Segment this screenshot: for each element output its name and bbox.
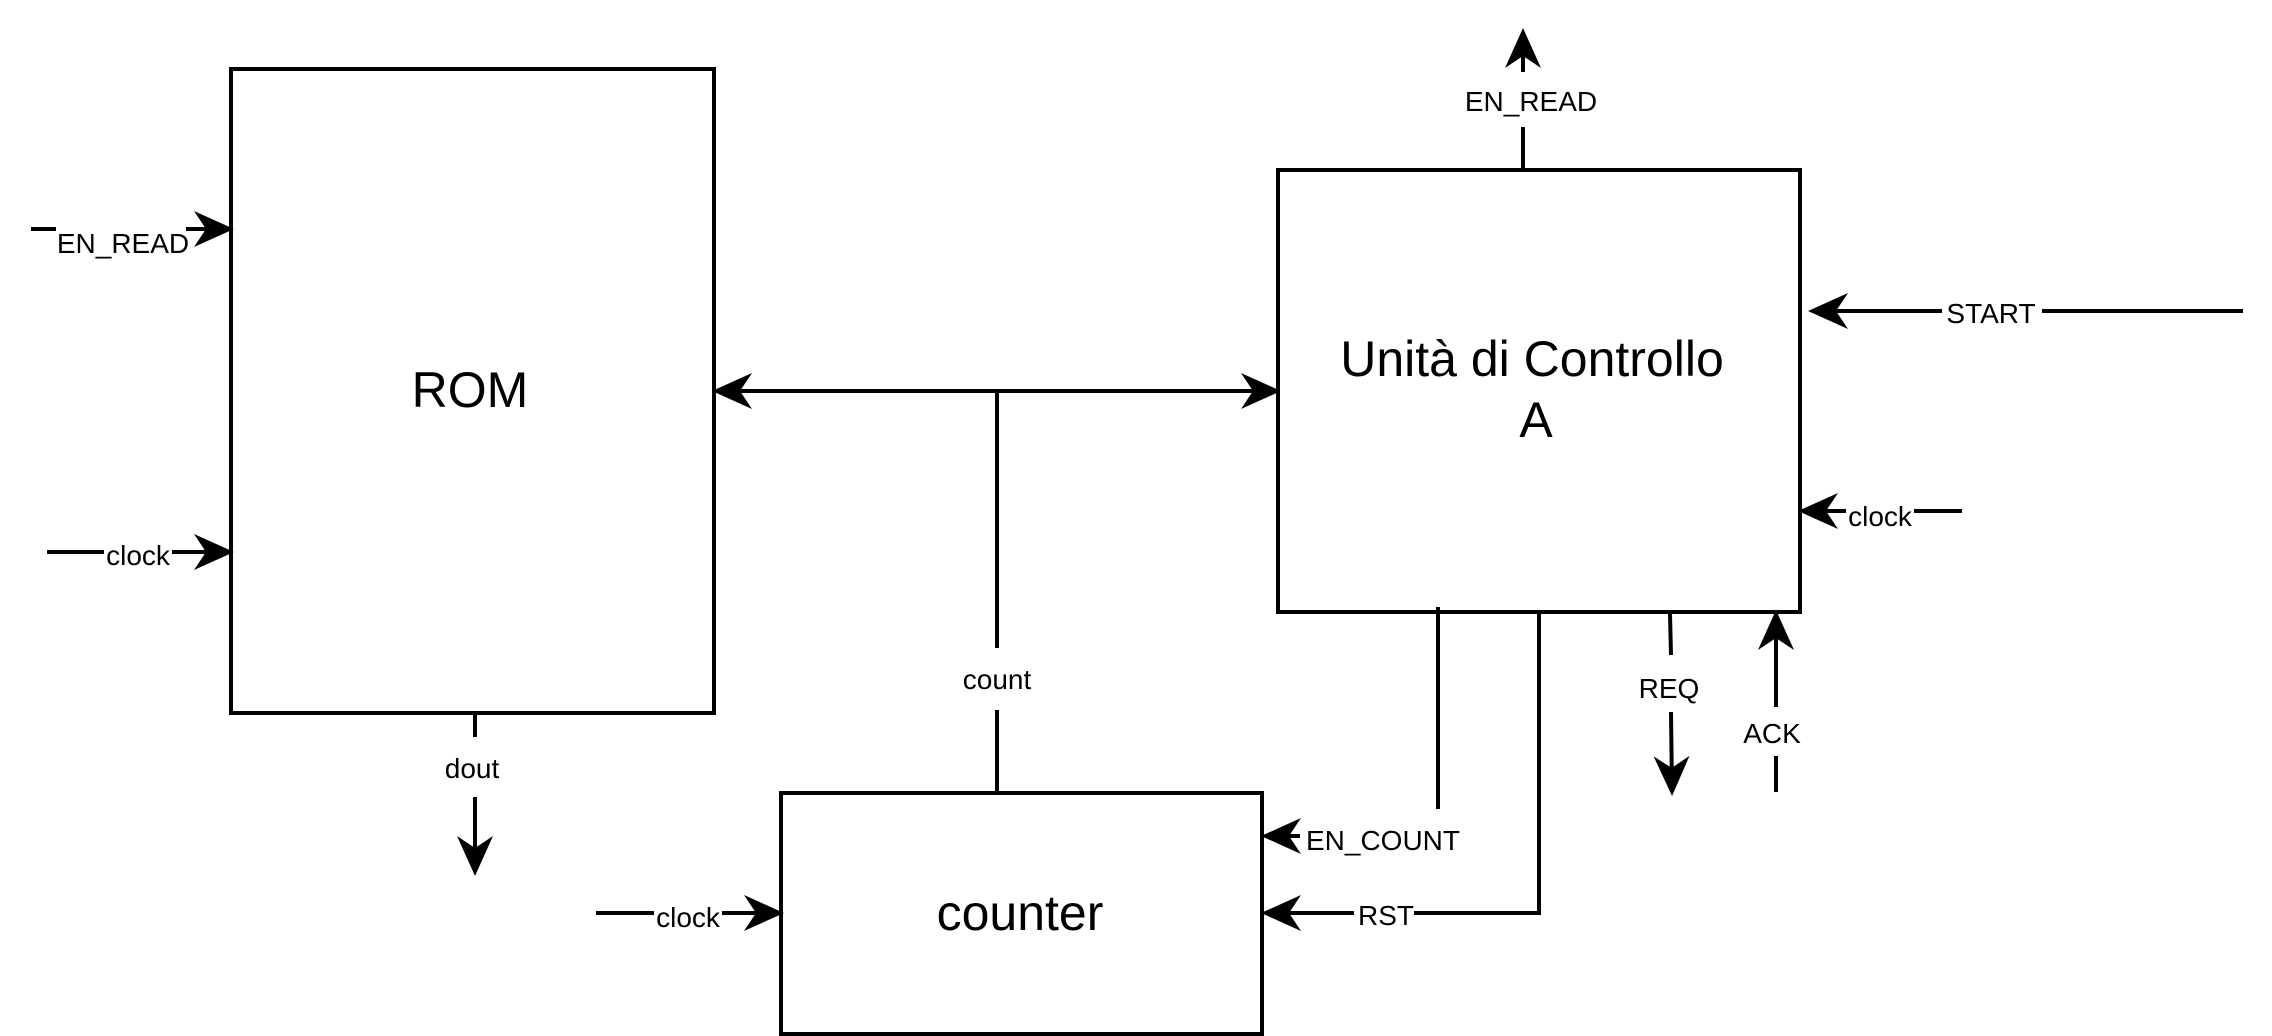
cu-clock-label: clock <box>1848 501 1913 532</box>
cu-en-read-label: EN_READ <box>1465 86 1597 117</box>
start-label-bg <box>1942 296 2042 328</box>
rst-label: RST <box>1358 900 1414 931</box>
ack-label: ACK <box>1743 718 1801 749</box>
rom-title: ROM <box>412 362 529 418</box>
counter-block <box>779 791 1264 1036</box>
rom-block <box>229 67 716 715</box>
rom-en-read-label: EN_READ <box>57 228 189 259</box>
rom-clock-label: clock <box>106 540 171 571</box>
rom-dout-label: dout <box>445 753 500 784</box>
rom-clock-label-bg <box>104 538 172 570</box>
counter-clock-label-bg <box>654 900 722 932</box>
control-unit-block <box>1276 168 1802 614</box>
count-label: count <box>963 664 1032 695</box>
counter-clock-label: clock <box>656 902 721 933</box>
rst-label-bg <box>1354 898 1414 930</box>
req-label: REQ <box>1639 673 1700 704</box>
start-label: START <box>1946 298 2035 329</box>
en-count-label: EN_COUNT <box>1306 825 1460 856</box>
cu-clock-label-bg <box>1846 500 1914 532</box>
req-arrow <box>1653 711 1690 796</box>
control-unit-title-line2: A <box>1519 392 1553 448</box>
rst-wire <box>1400 612 1541 915</box>
counter-title: counter <box>937 885 1104 941</box>
req-stub <box>1668 613 1673 656</box>
control-unit-title-line1: Unità di Controllo <box>1340 331 1724 387</box>
